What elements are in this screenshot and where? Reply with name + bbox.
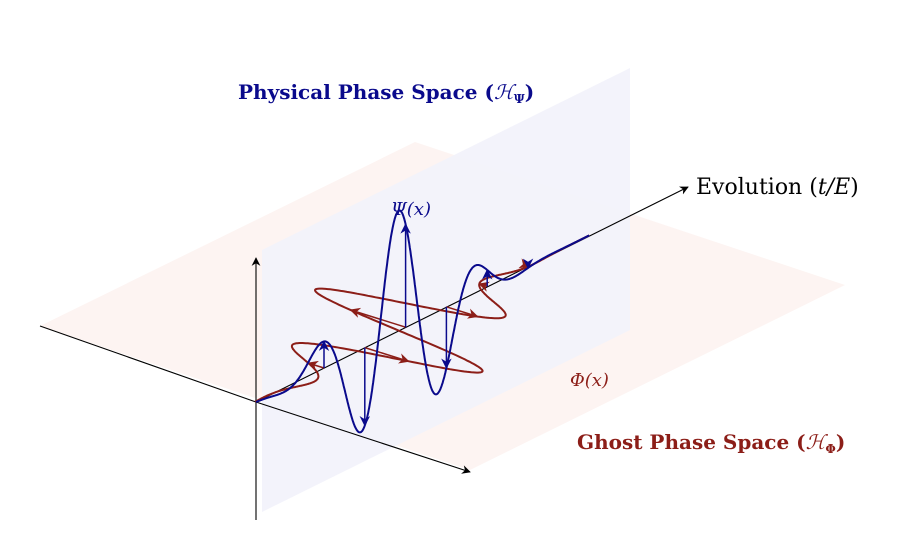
evolution-axis xyxy=(255,186,689,403)
phi-amplitude-arrow-3 xyxy=(349,307,406,328)
physical-phase-space-title: Physical Phase Space (ℋΨ) xyxy=(238,80,534,106)
phi-label: Φ(x) xyxy=(570,370,609,391)
physical-wave-psi xyxy=(255,209,590,434)
psi-label: Ψ(x) xyxy=(391,199,431,220)
horizontal-axis-front xyxy=(255,401,471,474)
phi-amplitude-arrow-5 xyxy=(478,281,490,292)
phi-amplitude-arrow-2 xyxy=(364,346,410,364)
psi-curve xyxy=(255,209,590,434)
evolution-axis-label: Evolution (t/E) xyxy=(696,175,859,200)
ghost-phase-space-title: Ghost Phase Space (ℋΦ) xyxy=(577,430,845,456)
phi-amplitude-arrow-1 xyxy=(307,360,325,371)
phi-amplitude-arrow-4 xyxy=(446,306,479,319)
horizontal-axis-back xyxy=(39,325,257,403)
physical-phase-plane xyxy=(262,68,630,512)
